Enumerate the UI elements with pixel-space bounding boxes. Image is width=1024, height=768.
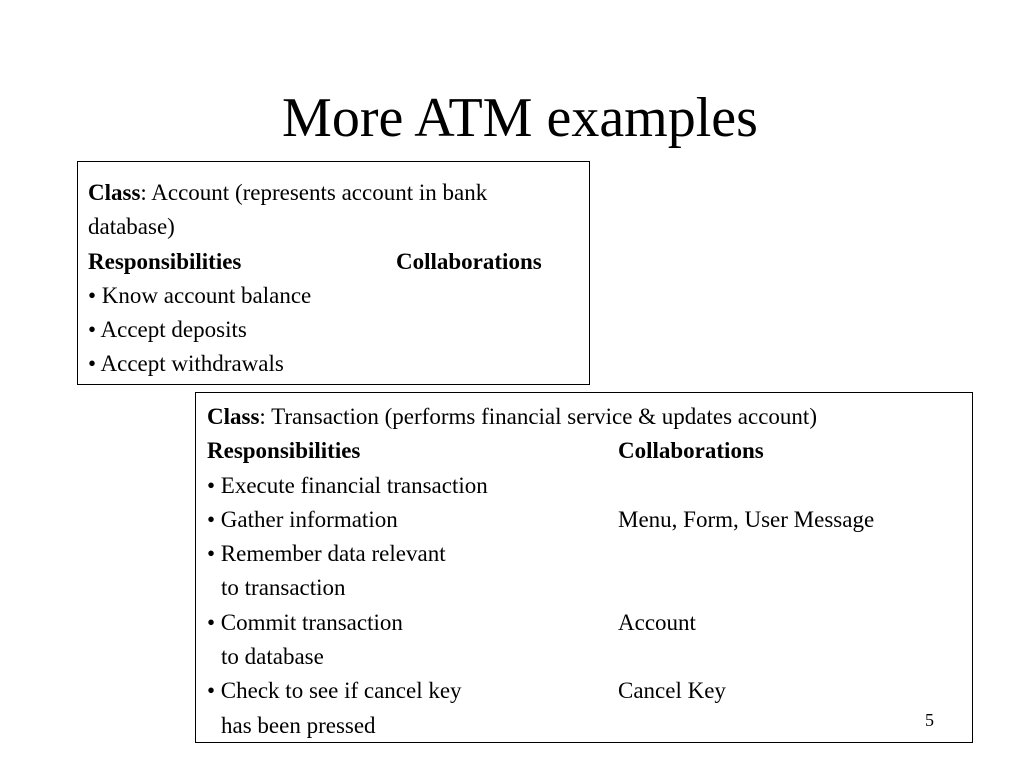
collaboration-text: Account <box>618 609 696 635</box>
transaction-crc-card: Class: Transaction (performs financial s… <box>195 392 973 743</box>
class-label: Class <box>207 404 260 429</box>
responsibility-item: • Accept withdrawals <box>88 351 284 377</box>
class-label: Class <box>88 180 141 205</box>
responsibility-row: • Check to see if cancel key Cancel Key <box>207 674 972 708</box>
responsibility-text: • Execute financial transaction <box>207 472 488 498</box>
responsibility-row: to database <box>207 640 972 674</box>
responsibility-row: • Remember data relevant <box>207 537 972 571</box>
responsibility-item: • Know account balance <box>88 282 312 308</box>
class-line: Class: Account (represents account in ba… <box>88 176 589 210</box>
collaborations-header: Collaborations <box>618 438 764 464</box>
responsibilities-header: Responsibilities <box>88 248 242 274</box>
responsibility-row: • Gather information Menu, Form, User Me… <box>207 503 972 537</box>
responsibility-row: has been pressed <box>207 709 972 743</box>
collaboration-text: Cancel Key <box>618 678 726 704</box>
responsibility-text: to database <box>221 644 324 670</box>
collaboration-text: Menu, Form, User Message <box>618 506 875 532</box>
page-number: 5 <box>925 710 934 730</box>
class-line: Class: Transaction (performs financial s… <box>207 400 972 434</box>
responsibility-text: • Check to see if cancel key <box>207 678 462 704</box>
responsibility-text: • Gather information <box>207 506 398 532</box>
responsibility-row: to transaction <box>207 571 972 605</box>
slide-title: More ATM examples <box>282 87 758 149</box>
card-header-row: Responsibilities Collaborations <box>207 434 972 468</box>
class-description: : Transaction (performs financial servic… <box>259 404 817 429</box>
responsibility-text: • Commit transaction <box>207 609 403 635</box>
card-header-row: Responsibilities Collaborations <box>88 245 589 279</box>
responsibility-row: • Commit transaction Account <box>207 606 972 640</box>
responsibilities-header: Responsibilities <box>207 438 361 464</box>
responsibility-text: has been pressed <box>221 712 376 738</box>
account-crc-card: Class: Account (represents account in ba… <box>77 161 590 385</box>
collaborations-header: Collaborations <box>396 248 542 274</box>
responsibility-row: • Execute financial transaction <box>207 469 972 503</box>
responsibility-item: • Accept deposits <box>88 317 247 343</box>
responsibility-text: • Remember data relevant <box>207 541 446 567</box>
responsibility-text: to transaction <box>221 575 346 601</box>
class-description-continued: database) <box>88 214 175 240</box>
class-description: : Account (represents account in bank <box>140 180 488 205</box>
